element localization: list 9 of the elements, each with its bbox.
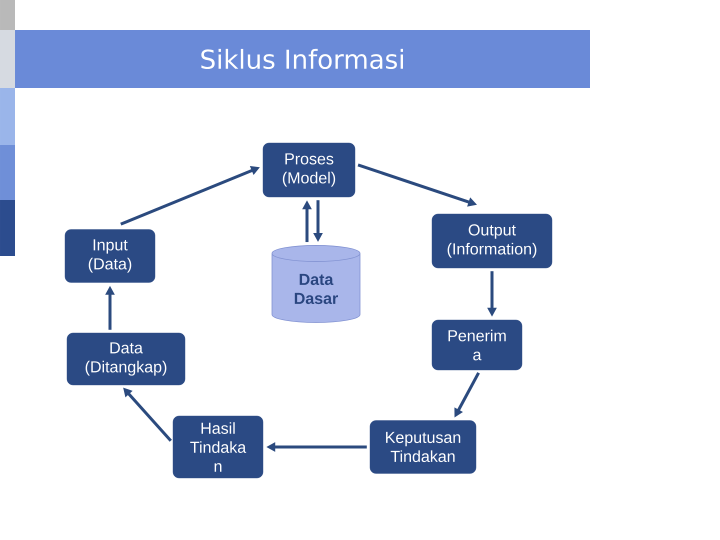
process-box: Hasil Tindaka n <box>172 416 264 478</box>
process-box: Output (Information) <box>432 214 552 268</box>
process-box: Input (Data) <box>64 229 156 283</box>
process-box: Proses (Model) <box>262 142 356 198</box>
process-box: Penerim a <box>432 320 522 370</box>
database-cylinder: Data Dasar <box>272 245 360 323</box>
process-box: Data (Ditangkap) <box>66 332 186 386</box>
process-box: Keputusan Tindakan <box>370 420 476 474</box>
title-bar: Siklus Informasi <box>15 30 590 88</box>
